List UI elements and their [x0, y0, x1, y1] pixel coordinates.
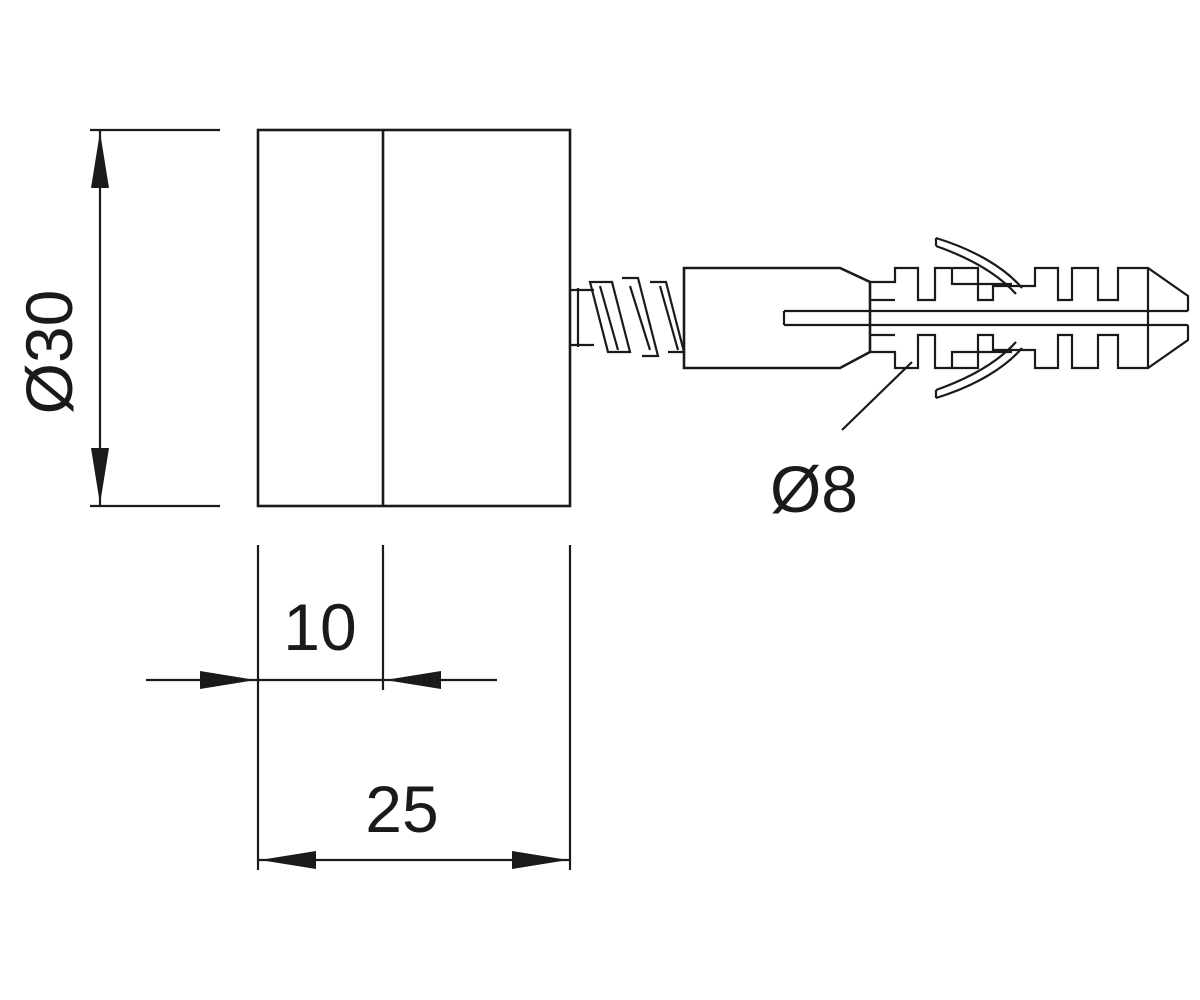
wall-plug [682, 236, 1190, 400]
cylinder-body [256, 128, 572, 508]
plug-fins-top [870, 266, 1190, 311]
thread-flight-3 [650, 280, 686, 354]
plug-fins-bottom [870, 325, 1190, 370]
arrowhead-top [91, 132, 109, 188]
thread-flight-2 [622, 276, 660, 358]
body-outline [256, 128, 572, 508]
plug-wing-bottom [934, 341, 1023, 400]
label-diameter-body: Ø30 [12, 290, 86, 415]
dimension-diameter-dowel: Ø8 [770, 361, 913, 526]
arrowhead-total-left [260, 851, 316, 869]
plug-sleeve-outline [682, 266, 872, 370]
dimension-width-partial: 10 [146, 545, 497, 870]
thread-root-1 [598, 285, 620, 351]
screw-shaft [570, 276, 686, 358]
plug-center-slot [782, 309, 1188, 327]
label-diameter-dowel: Ø8 [770, 452, 858, 526]
arrowhead-bottom [91, 448, 109, 504]
plug-inner-webs [870, 268, 1012, 368]
leader-line-dowel [841, 361, 913, 431]
thread-flight-1 [588, 280, 632, 354]
dimension-width-total: 25 [258, 545, 572, 870]
thread-root-3 [658, 285, 680, 351]
plug-wing-top [934, 236, 1023, 295]
arrowhead-partial-left [200, 671, 256, 689]
label-width-total: 25 [365, 772, 438, 846]
label-width-partial: 10 [283, 590, 356, 664]
arrowhead-partial-right [385, 671, 441, 689]
thread-root-2 [628, 285, 652, 351]
dimension-diameter-body: Ø30 [12, 128, 220, 508]
arrowhead-total-right [512, 851, 568, 869]
